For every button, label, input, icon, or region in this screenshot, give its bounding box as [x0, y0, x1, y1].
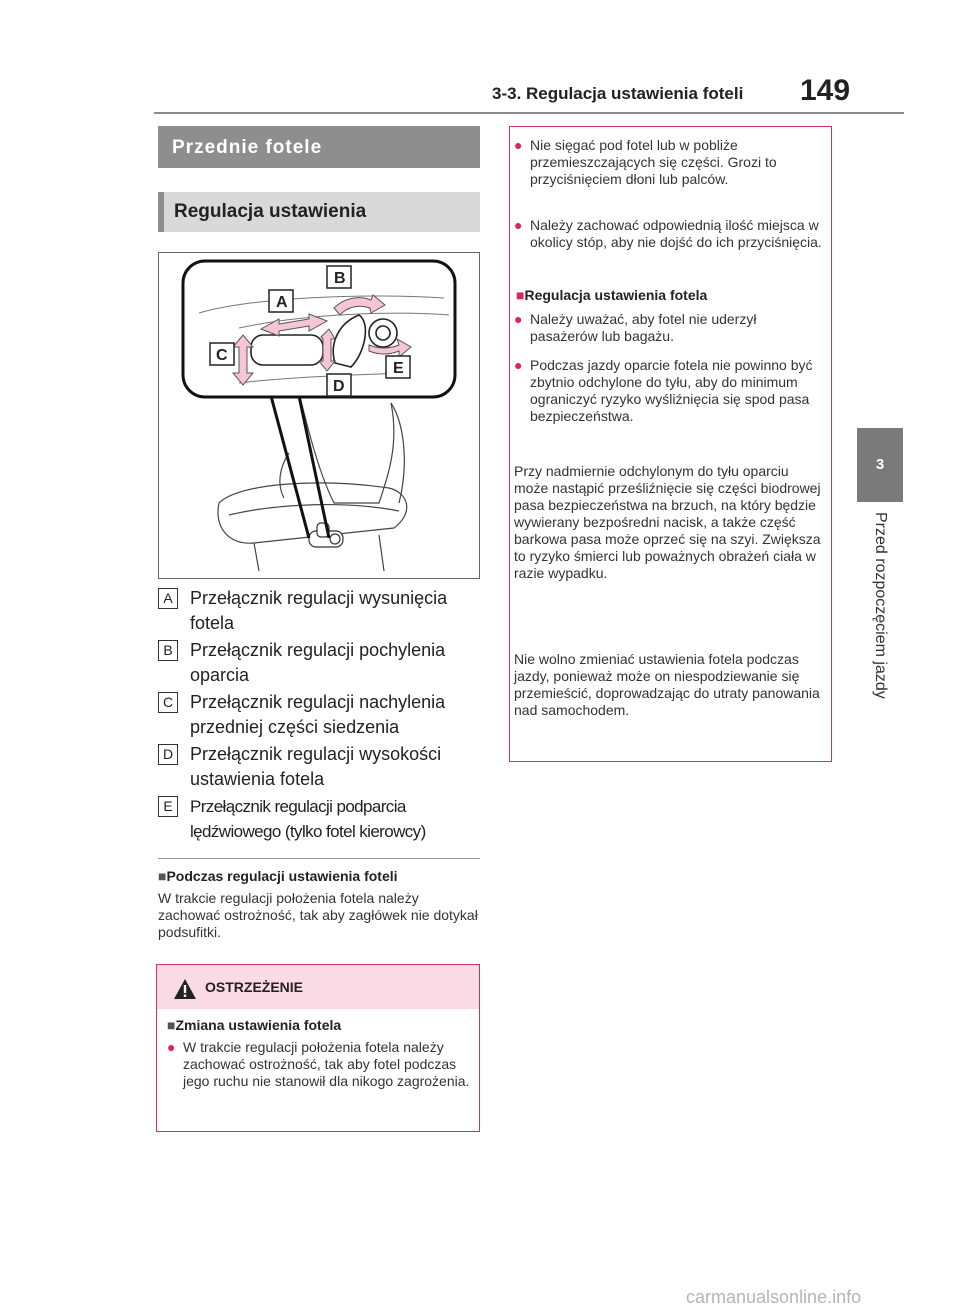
- page-number: 149: [800, 74, 851, 107]
- square-bullet-icon: ■: [167, 1017, 176, 1033]
- warning-box: OSTRZEŻENIE ■Zmiana ustawienia fotela ● …: [156, 964, 480, 1132]
- warning-title: OSTRZEŻENIE: [205, 979, 304, 995]
- seat-drawing: [217, 392, 408, 572]
- right-bullet-1: Nie sięgać pod fotel lub w pobliże przem…: [530, 137, 777, 187]
- callout-box-e: [385, 355, 411, 379]
- callout-box-c: [209, 342, 235, 366]
- legend-text-b: Przełącznik regulacji pochylenia oparcia: [190, 640, 446, 685]
- right-bullet-3: Należy uważać, aby fotel nie uderzył pas…: [530, 311, 757, 344]
- watermark: carmanualsonline.info: [686, 1287, 862, 1307]
- legend-text-e: Przełącznik regulacji podparcia lędźwiow…: [190, 797, 426, 841]
- door-panel-lines: [198, 295, 450, 384]
- chapter-label: Przed rozpoczęciem jazdy: [872, 512, 889, 699]
- callout-box-a: [268, 289, 294, 313]
- square-bullet-icon: ■: [158, 868, 167, 884]
- chapter-label-wrap: Przed rozpoczęciem jazdy: [857, 512, 903, 732]
- callout-labels: A B C D E: [209, 265, 411, 397]
- legend-key-a: A: [158, 588, 178, 609]
- legend-text-c: Przełącznik regulacji nachylenia przedni…: [190, 692, 446, 737]
- legend-key-d: D: [158, 744, 178, 765]
- note-heading: ■Podczas regulacji ustawienia foteli: [158, 868, 398, 884]
- legend-item-a: A Przełącznik regulacji wysunięcia fotel…: [158, 584, 480, 636]
- lower-switch-cluster: [308, 522, 344, 548]
- right-bullet-4: Podczas jazdy oparcie fotela nie powinno…: [530, 357, 813, 424]
- callout-box-b: [326, 265, 352, 289]
- subsection-heading-box: Regulacja ustawienia: [158, 192, 480, 232]
- subsection-accent: [158, 192, 164, 232]
- callout-c: C: [216, 347, 228, 364]
- bullet-dot-icon: ●: [514, 217, 523, 233]
- chapter-tab: 3: [857, 428, 903, 502]
- seat-controls-figure: A B C D E: [158, 252, 480, 579]
- bubble-switches: [250, 314, 398, 368]
- legend-item-c: C Przełącznik regulacji nachylenia przed…: [158, 688, 480, 740]
- bullet-dot-icon: ●: [514, 137, 523, 153]
- header-rule: [154, 112, 904, 114]
- figure-legend: A Przełącznik regulacji wysunięcia fotel…: [158, 584, 480, 844]
- square-bullet-icon: ■: [516, 287, 525, 303]
- legend-item-e: E Przełącznik regulacji podparcia lędźwi…: [158, 792, 480, 844]
- legend-item-d: D Przełącznik regulacji wysokości ustawi…: [158, 740, 480, 792]
- right-heading: ■Regulacja ustawienia fotela: [516, 287, 707, 304]
- section-title: Przednie fotele: [172, 137, 323, 158]
- legend-key-e: E: [158, 796, 178, 817]
- note-divider: [158, 858, 480, 859]
- callout-e: E: [393, 360, 404, 377]
- callout-b: B: [334, 270, 346, 287]
- callout-d: D: [333, 378, 345, 395]
- bullet-dot-icon: ●: [167, 1039, 176, 1055]
- warning-heading: ■Zmiana ustawienia fotela: [167, 1017, 341, 1034]
- warning-bullet-text: W trakcie regulacji położenia fotela nal…: [183, 1039, 470, 1089]
- bullet-dot-icon: ●: [514, 311, 523, 327]
- right-heading-text: Regulacja ustawienia fotela: [524, 287, 708, 303]
- right-paragraph-2: Nie wolno zmieniać ustawienia fotela pod…: [514, 651, 820, 718]
- legend-text-a: Przełącznik regulacji wysunięcia fotela: [190, 588, 448, 633]
- callout-pointer: [269, 395, 331, 539]
- seat-illustration: A B C D E: [181, 259, 457, 572]
- right-paragraph-1: Przy nadmiernie odchylonym do tyłu oparc…: [514, 463, 821, 581]
- warning-continuation-box: ● Nie sięgać pod fotel lub w pobliże prz…: [509, 126, 832, 762]
- legend-text-d: Przełącznik regulacji wysokości ustawien…: [190, 744, 442, 789]
- callout-a: A: [276, 294, 288, 311]
- warning-triangle-icon: [174, 979, 196, 999]
- bullet-dot-icon: ●: [514, 357, 523, 373]
- adjustment-arrows: [231, 294, 412, 386]
- warning-header: OSTRZEŻENIE: [157, 965, 479, 1009]
- note-body: W trakcie regulacji położenia fotela nal…: [158, 890, 478, 940]
- section-heading-box: Przednie fotele: [158, 126, 480, 168]
- note-heading-text: Podczas regulacji ustawienia foteli: [166, 868, 398, 884]
- running-header: 3-3. Regulacja ustawienia foteli: [492, 84, 744, 103]
- legend-item-b: B Przełącznik regulacji pochylenia oparc…: [158, 636, 480, 688]
- subsection-title: Regulacja ustawienia: [174, 201, 367, 222]
- warning-heading-text: Zmiana ustawienia fotela: [175, 1017, 342, 1033]
- right-bullet-2: Należy zachować odpowiednią ilość miejsc…: [530, 217, 822, 250]
- legend-key-b: B: [158, 640, 178, 661]
- callout-box-d: [326, 373, 352, 397]
- legend-key-c: C: [158, 692, 178, 713]
